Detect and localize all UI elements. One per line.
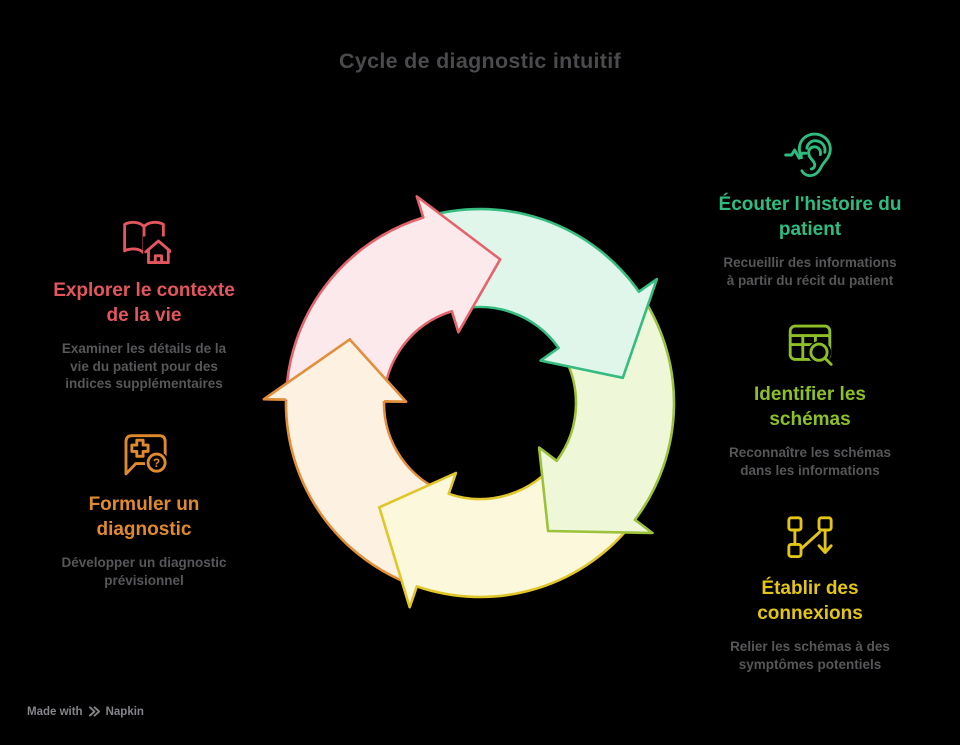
step-description: Reconnaître les schémas dans les informa… (728, 445, 892, 478)
made-with-label: Made with (27, 705, 83, 718)
pen-nib-icon (88, 706, 100, 717)
cycle-arrow-listen-story (422, 207, 659, 380)
step-formulate-diagnosis: ? Formuler un diagnostic Développer un d… (24, 428, 264, 589)
open-book-house-icon (117, 214, 171, 268)
step-explore-context: Explorer le contexte de la vie Examiner … (24, 214, 264, 393)
cycle-arrow-formulate-diagnosis-head-fill (264, 339, 406, 402)
cycle-arrow-explore-context (284, 195, 502, 403)
step-listen-story: Écouter l'histoire du patient Recueillir… (690, 128, 930, 289)
cycle-arrow-make-connections (378, 459, 637, 609)
connections-flow-icon (783, 512, 837, 566)
step-make-connections: Établir des connexions Relier les schéma… (690, 512, 930, 673)
cycle-arrow-formulate-diagnosis-head-outline (262, 338, 408, 403)
step-description: Examiner les détails de la vie du patien… (61, 341, 227, 391)
step-description: Recueillir des informations à partir du … (723, 255, 897, 288)
svg-text:?: ? (153, 457, 160, 470)
step-heading: Formuler un diagnostic (88, 494, 200, 540)
step-heading: Explorer le contexte de la vie (53, 280, 235, 326)
page-title: Cycle de diagnostic intuitif (339, 49, 621, 73)
step-heading: Établir des connexions (757, 578, 863, 624)
diagnosis-question-chat-icon: ? (117, 428, 171, 482)
cycle-arrow-identify-patterns (537, 290, 676, 535)
step-heading: Identifier les schémas (754, 384, 866, 430)
step-description: Développer un diagnostic prévisionnel (61, 555, 227, 588)
table-search-icon (783, 318, 837, 372)
step-heading: Écouter l'histoire du patient (718, 194, 902, 240)
listening-ear-icon (783, 128, 837, 182)
brand-label: Napkin (105, 705, 144, 718)
step-description: Relier les schémas à des symptômes poten… (730, 639, 890, 672)
step-identify-patterns: Identifier les schémas Reconnaître les s… (690, 318, 930, 479)
napkin-credit[interactable]: Made with Napkin (27, 705, 144, 718)
